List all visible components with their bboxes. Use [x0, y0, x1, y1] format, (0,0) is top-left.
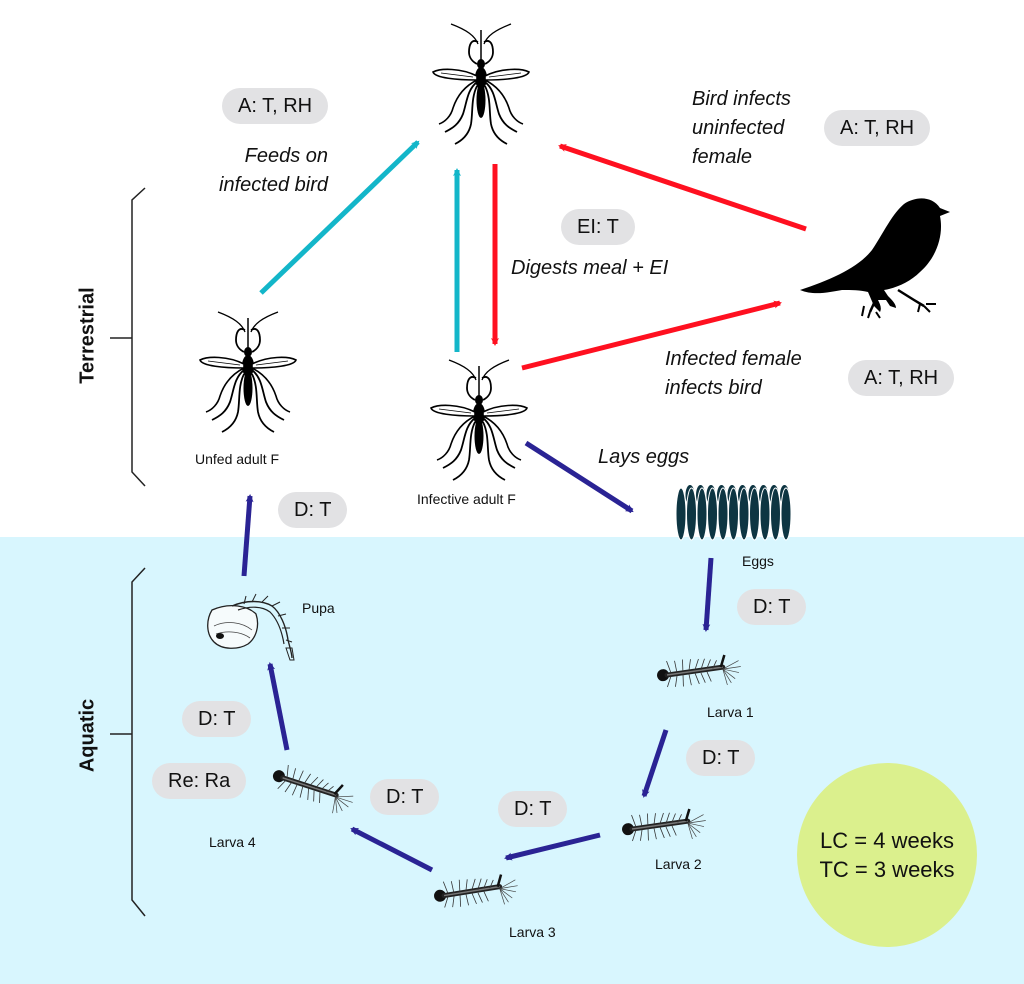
region-label-aquatic: Aquatic: [76, 698, 99, 773]
larva-icon: [621, 808, 706, 841]
annotation-digests-meal: Digests meal + EI: [511, 257, 669, 279]
pupa-icon: [207, 593, 295, 661]
annotation-line: Bird infects: [692, 88, 791, 110]
egg-shape: [749, 487, 760, 541]
larva-icon: [433, 874, 518, 908]
factor-pill-larva2-to-larva3: D: T: [498, 791, 568, 827]
arrow-eggs-to-larva1: [702, 557, 714, 632]
cycle-summary-circle: LC = 4 weeks TC = 3 weeks: [797, 763, 977, 947]
stage-label-larva1: Larva 1: [707, 704, 754, 720]
arrow-pupa-to-unfed: [241, 494, 254, 577]
stage-label-eggs: Eggs: [742, 553, 774, 569]
egg-shape: [717, 487, 729, 541]
terrestrial-bracket: [110, 187, 146, 487]
bird-icon: [800, 198, 950, 319]
stage-label-larva3: Larva 3: [509, 924, 556, 940]
summary-tc: TC = 3 weeks: [819, 857, 955, 882]
factor-pill-pupa-to-adult: D: T: [278, 492, 348, 528]
annotation-line: infected bird: [219, 174, 328, 196]
annotation-line: Infected female: [665, 348, 802, 370]
stage-label-larva4: Larva 4: [209, 834, 256, 850]
annotation-line: uninfected: [692, 117, 785, 139]
summary-lc: LC = 4 weeks: [820, 828, 954, 853]
aquatic-bracket: [110, 567, 146, 917]
annotation-line: infects bird: [665, 377, 762, 399]
egg-shape: [675, 487, 687, 541]
factor-pill-eggs-to-larva1: D: T: [737, 589, 807, 625]
arrow-infective-to-eggs: [524, 440, 634, 514]
factor-pill-larva3-to-larva4: D: T: [370, 779, 440, 815]
stage-label-unfed-adult: Unfed adult F: [195, 451, 280, 467]
egg-shape: [707, 487, 718, 541]
arrow-bird-to-feeding: [558, 143, 807, 232]
annotation-bird-infects: Bird infects uninfected female: [692, 85, 791, 172]
factor-pill-infects-bird: A: T, RH: [848, 360, 955, 396]
egg-shape: [770, 487, 781, 541]
arrow-infective-to-bird: [521, 300, 782, 371]
larva-icon: [269, 757, 358, 819]
annotation-lays-eggs: Lays eggs: [598, 446, 690, 468]
larva-icon: [656, 654, 741, 687]
arrow-larva3-to-larva4: [350, 826, 434, 873]
egg-shape: [738, 487, 750, 541]
stage-label-larva2: Larva 2: [655, 856, 702, 872]
factor-pill-larva4-mortality: Re: Ra: [152, 763, 247, 799]
factor-pill-digests: EI: T: [561, 209, 635, 245]
annotation-feeds-on-bird: Feeds on infected bird: [190, 142, 328, 200]
mosquito-icon: [199, 311, 297, 433]
stage-label-pupa: Pupa: [302, 600, 335, 616]
egg-shape: [696, 487, 708, 541]
annotation-line: Feeds on: [244, 145, 328, 167]
arrow-unfed-to-feeding: [259, 140, 420, 295]
mosquito-icon: [430, 359, 528, 481]
arrow-larva2-to-larva3: [504, 832, 601, 861]
annotation-infected-female: Infected female infects bird: [665, 345, 802, 403]
stage-label-infective-adult: Infective adult F: [417, 491, 516, 507]
factor-pill-bird-infects: A: T, RH: [824, 110, 931, 146]
factor-pill-feeds: A: T, RH: [222, 88, 329, 124]
factor-pill-larva4-to-pupa: D: T: [182, 701, 252, 737]
egg-shape: [728, 487, 739, 541]
egg-raft-icon: [675, 485, 792, 541]
region-label-terrestrial: Terrestrial: [76, 287, 99, 384]
egg-shape: [780, 487, 792, 541]
egg-shape: [759, 487, 771, 541]
annotation-line: female: [692, 146, 753, 168]
mosquito-icon: [432, 23, 530, 145]
arrow-larva1-to-larva2: [641, 729, 669, 798]
factor-pill-larva1-to-larva2: D: T: [686, 740, 756, 776]
egg-shape: [686, 487, 697, 541]
arrow-larva4-to-pupa: [267, 662, 290, 751]
